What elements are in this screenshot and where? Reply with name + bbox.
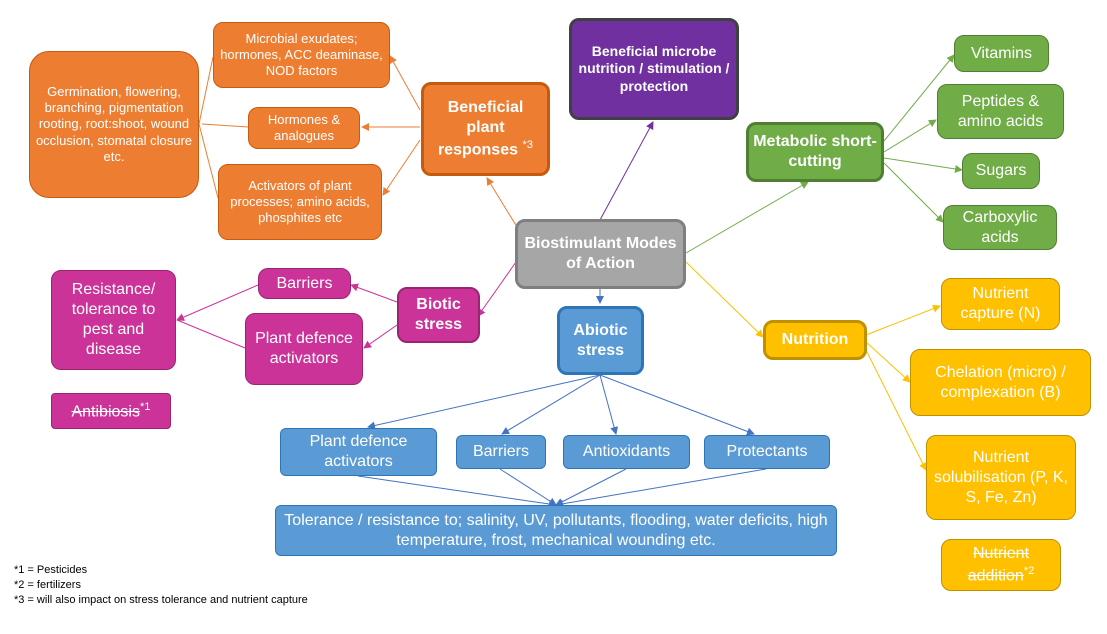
metabolic-child-peptides: Peptides & amino acids xyxy=(937,84,1064,139)
nutrition-child-capture: Nutrient capture (N) xyxy=(941,278,1060,330)
plant-outcome-box: Germination, flowering, branching, pigme… xyxy=(29,51,199,198)
arrow-center-to-nutrition xyxy=(685,261,764,338)
nutrition-struck-addition: Nutrient addition*2 xyxy=(941,539,1061,591)
plant-child-activators: Activators of plant processes; amino aci… xyxy=(218,164,382,240)
center-node: Biostimulant Modes of Action xyxy=(515,219,686,289)
footnote-mark-1: *1 xyxy=(139,400,151,413)
biotic-node: Biotic stress xyxy=(397,287,480,343)
biotic-outcome-box: Resistance/ tolerance to pest and diseas… xyxy=(51,270,176,370)
beneficial-plant-node: Beneficial plant responses *3 xyxy=(421,82,550,176)
biotic-struck-antibiosis: Antibiosis*1 xyxy=(51,393,171,429)
arrow-center-to-metabolic xyxy=(685,181,809,254)
biotic-child-barriers: Barriers xyxy=(258,268,351,299)
abiotic-child-antioxidants: Antioxidants xyxy=(563,435,690,469)
footnote-2: *2 = fertilizers xyxy=(14,579,81,591)
nutrition-child-chelation: Chelation (micro) / complexation (B) xyxy=(910,349,1091,416)
abiotic-child-defence-activators: Plant defence activators xyxy=(280,428,437,476)
nutrition-child-solubilisation: Nutrient solubilisation (P, K, S, Fe, Zn… xyxy=(926,435,1076,520)
abiotic-node: Abiotic stress xyxy=(557,306,644,375)
plant-child-exudates: Microbial exudates; hormones, ACC deamin… xyxy=(213,22,390,88)
arrow-center-to-microbe xyxy=(599,121,654,221)
abiotic-child-protectants: Protectants xyxy=(704,435,830,469)
footnote-1: *1 = Pesticides xyxy=(14,564,88,576)
arrow-center-to-biotic xyxy=(477,261,517,317)
footnote-mark-3: *3 xyxy=(522,138,534,151)
abiotic-outcome-box: Tolerance / resistance to; salinity, UV,… xyxy=(275,505,837,556)
footnotes: *1 = Pesticides *2 = fertilizers *3 = wi… xyxy=(14,563,308,608)
metabolic-child-carboxylic: Carboxylic acids xyxy=(943,205,1057,250)
metabolic-node: Metabolic short-cutting xyxy=(746,122,884,182)
center-label: Biostimulant Modes of Action xyxy=(524,235,677,272)
biotic-child-defence-activators: Plant defence activators xyxy=(245,313,363,385)
beneficial-plant-label: Beneficial plant responses xyxy=(437,98,524,159)
nutrition-node: Nutrition xyxy=(763,320,867,360)
metabolic-child-vitamins: Vitamins xyxy=(954,35,1049,72)
beneficial-microbe-label: Beneficial microbe nutrition / stimulati… xyxy=(578,42,730,94)
abiotic-child-barriers: Barriers xyxy=(456,435,546,469)
footnote-3: *3 = will also impact on stress toleranc… xyxy=(14,594,308,606)
metabolic-child-sugars: Sugars xyxy=(962,153,1040,189)
plant-child-hormones: Hormones & analogues xyxy=(248,107,360,149)
beneficial-microbe-node: Beneficial microbe nutrition / stimulati… xyxy=(569,18,739,120)
footnote-mark-2: *2 xyxy=(1023,564,1035,577)
